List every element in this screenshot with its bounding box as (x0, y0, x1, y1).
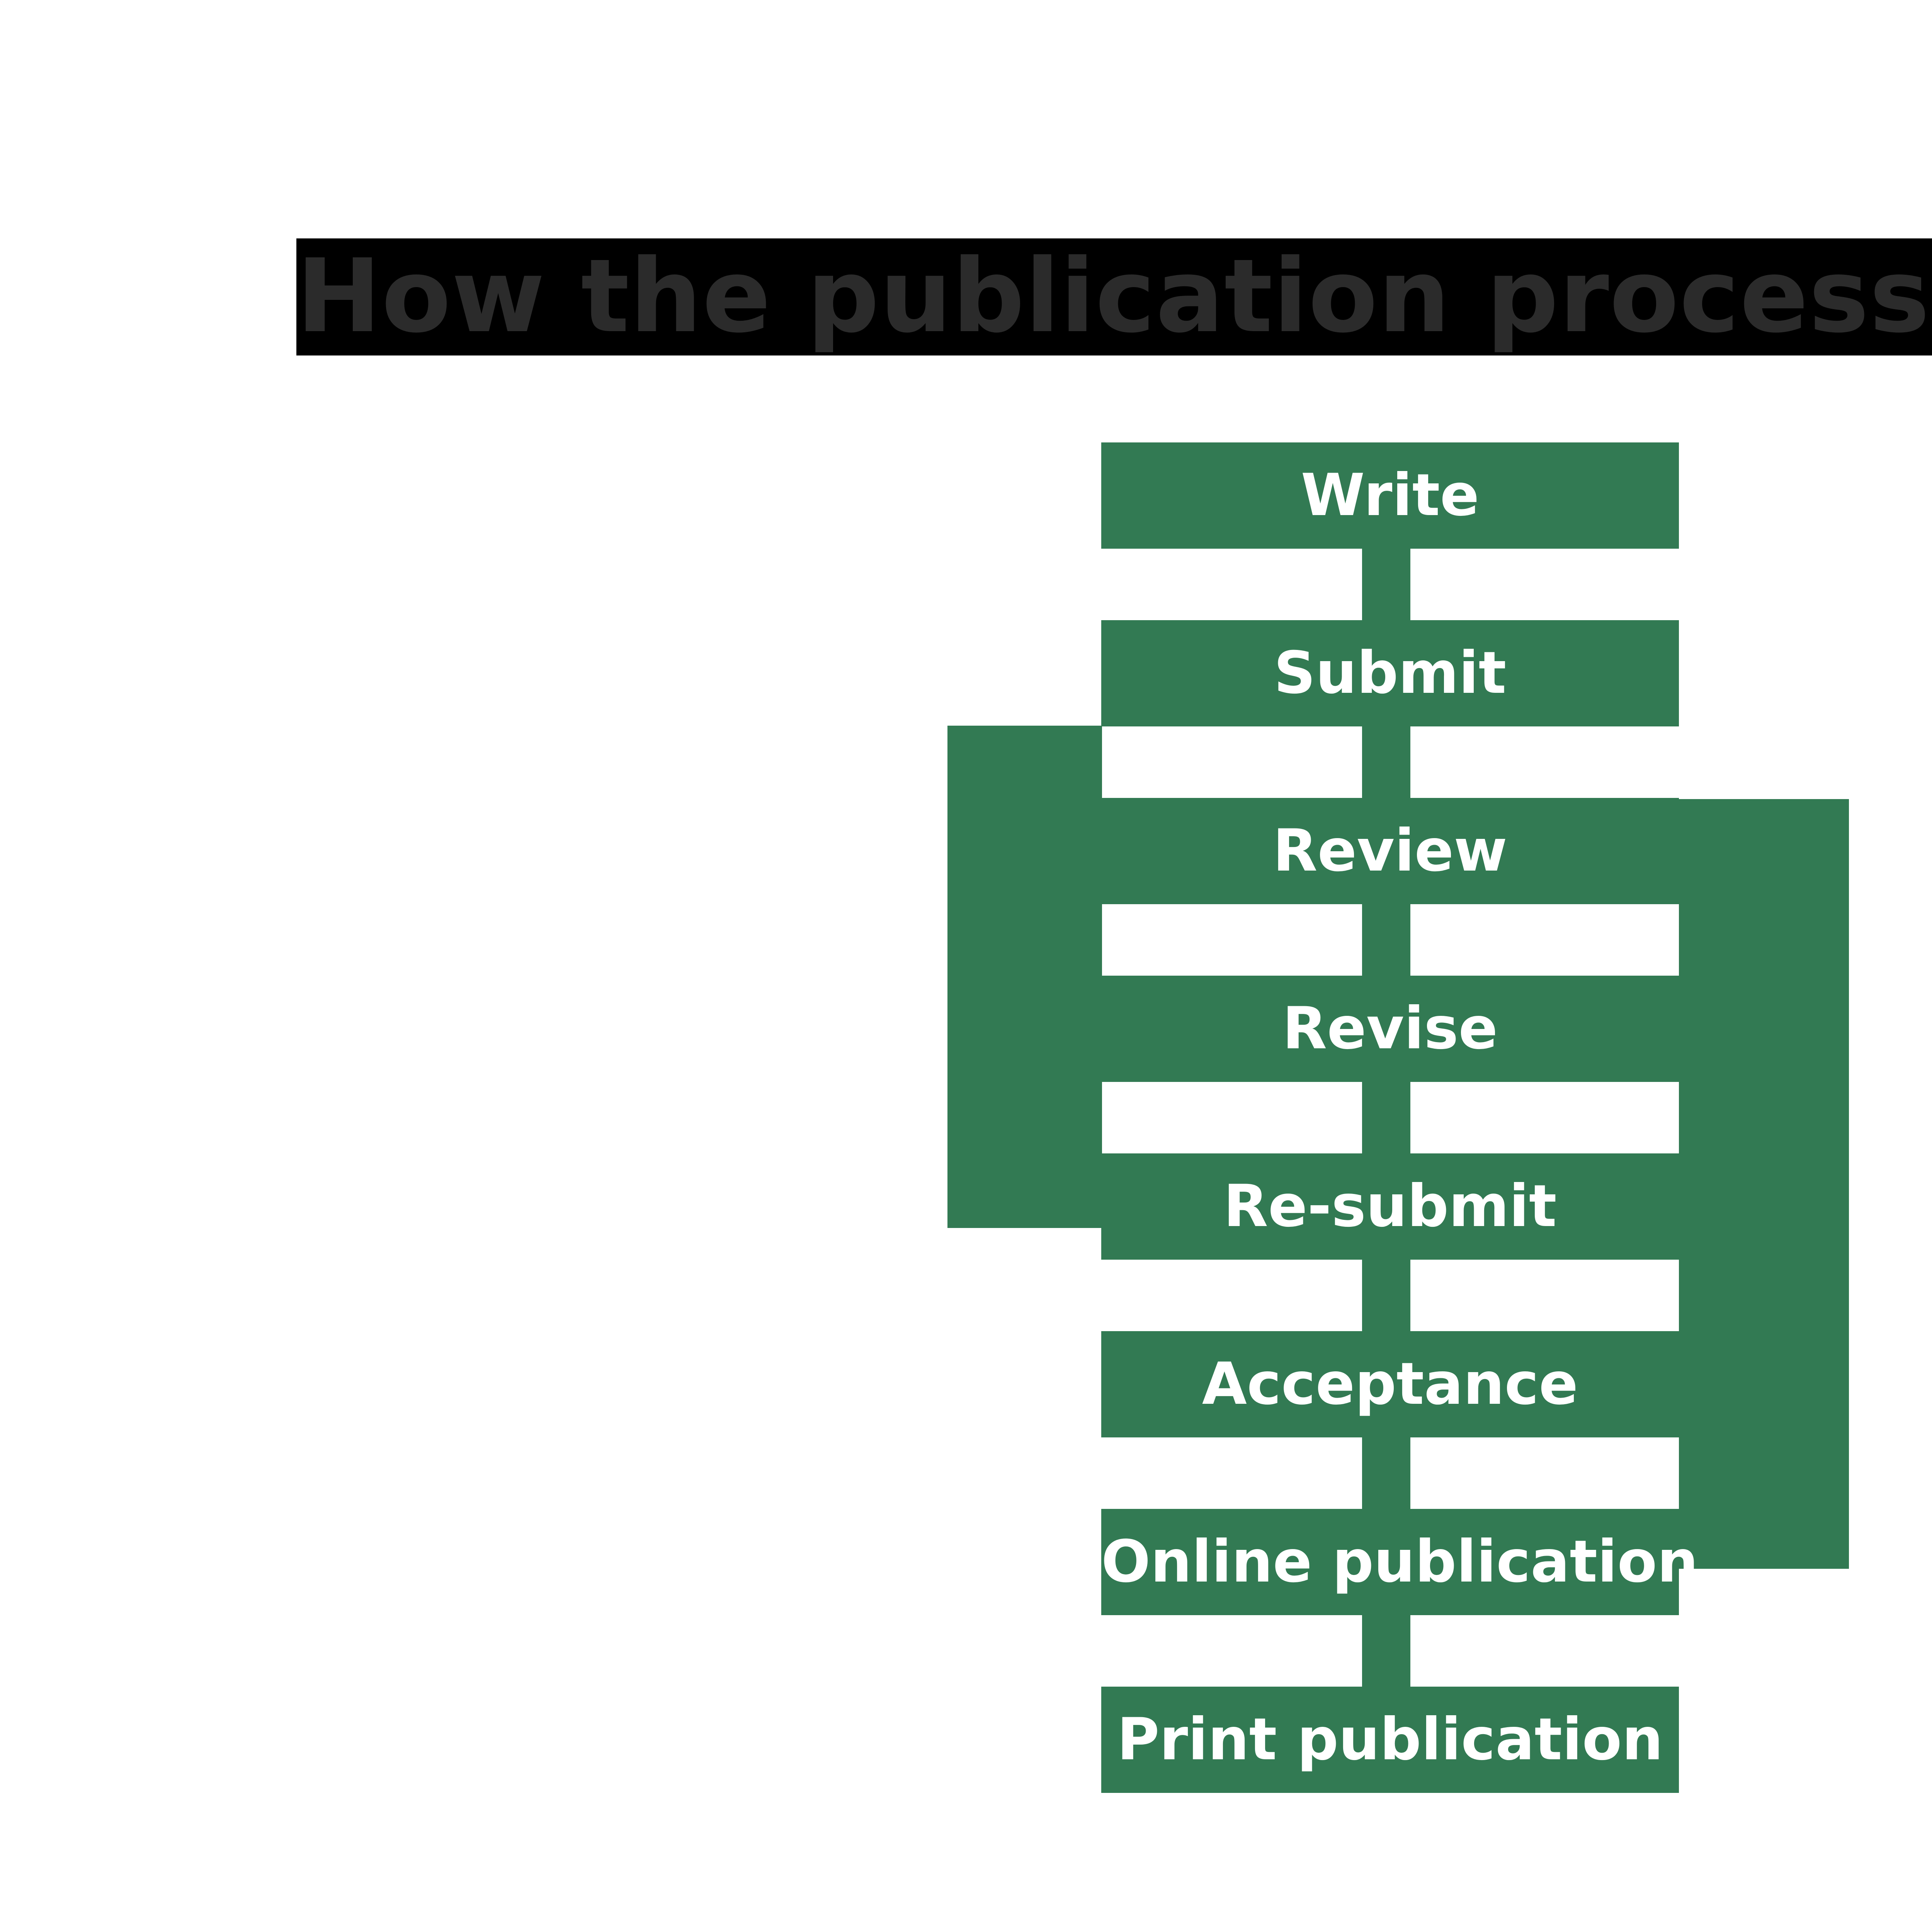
connector-acceptance-online-publication (1362, 1437, 1410, 1510)
connector-submit-review (1362, 726, 1410, 799)
flow-node-submit[interactable]: Submit (1101, 620, 1679, 726)
feedback-rail-right (1679, 799, 1849, 1568)
flow-node-online-publication[interactable]: Online publication (1101, 1509, 1699, 1615)
title-band (296, 238, 1932, 355)
flow-node-write-label: Write (1301, 462, 1480, 529)
flow-node-re-submit[interactable]: Re-submit (1101, 1153, 1679, 1260)
flow-node-re-submit-label: Re-submit (1223, 1173, 1557, 1240)
connector-resubmit-acceptance (1362, 1259, 1410, 1332)
connector-revise-resubmit (1362, 1081, 1410, 1155)
page-title: How the publication process works (296, 237, 1932, 355)
flow-node-revise-label: Revise (1282, 995, 1498, 1062)
connector-online-print-publication (1362, 1614, 1410, 1688)
flow-node-review-label: Review (1273, 817, 1507, 884)
flow-node-write[interactable]: Write (1101, 442, 1679, 549)
flow-node-online-publication-label: Online publication (1101, 1528, 1699, 1595)
flow-node-submit-label: Submit (1274, 639, 1507, 707)
feedback-rail-right-arm (1679, 1507, 1849, 1569)
connector-write-submit (1362, 548, 1410, 621)
feedback-rail-left (947, 726, 1102, 1228)
flow-node-print-publication[interactable]: Print publication (1101, 1687, 1679, 1793)
flow-node-print-publication-label: Print publication (1117, 1706, 1663, 1773)
flow-node-review[interactable]: Review (1101, 798, 1679, 904)
flow-node-acceptance-label: Acceptance (1202, 1350, 1578, 1418)
connector-review-revise (1362, 903, 1410, 977)
flow-node-acceptance[interactable]: Acceptance (1101, 1331, 1679, 1437)
flow-node-revise[interactable]: Revise (1101, 976, 1679, 1082)
